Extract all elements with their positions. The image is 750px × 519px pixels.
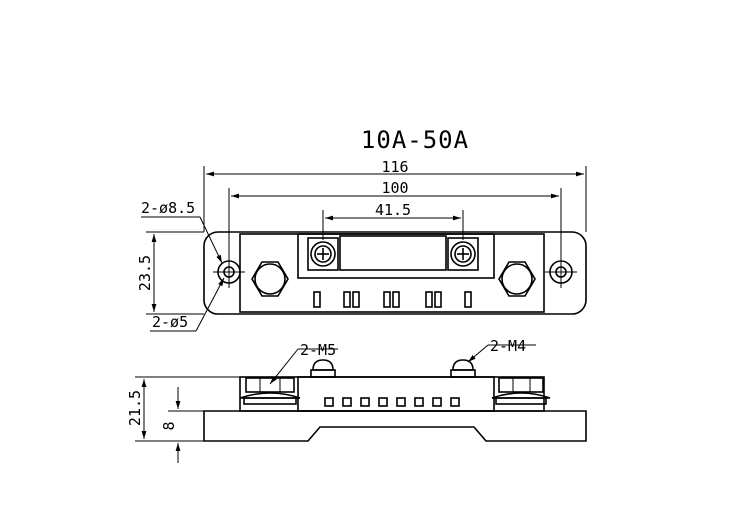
side-left-bolt (239, 377, 301, 405)
dimension-terminal-spacing: 41.5 (322, 201, 464, 240)
drawing-title: 10A-50A (361, 126, 469, 154)
side-right-bolt (491, 377, 551, 405)
right-hex-bolt (498, 261, 536, 297)
dim-23-5-label: 23.5 (136, 255, 154, 291)
right-mounting-hole (545, 256, 577, 288)
left-terminal-screw (307, 237, 339, 271)
resistor-slots-side (324, 397, 460, 407)
callout-screw-m4: 2-M4 (467, 337, 536, 363)
base-plate-outline (203, 231, 587, 315)
dim-8-label: 8 (160, 421, 178, 430)
dimension-base-height: 8 (160, 387, 204, 463)
resistor-slots-top (313, 291, 472, 308)
side-resistor-band (297, 376, 495, 412)
left-mounting-hole (213, 256, 245, 288)
side-right-screw (450, 359, 476, 378)
callout-large-hole-label: 2-ø8.5 (141, 199, 195, 217)
left-hex-bolt (251, 261, 289, 297)
callout-bolt-m5: 2-M5 (269, 341, 338, 385)
callout-large-hole: 2-ø8.5 (141, 199, 223, 264)
dim-116-label: 116 (381, 158, 408, 176)
dimension-width: 23.5 (136, 231, 204, 315)
side-base-outline (203, 410, 587, 442)
dim-100-label: 100 (381, 179, 408, 197)
side-view: 2-M5 2-M4 21.5 8 (126, 337, 587, 463)
terminal-block (297, 233, 495, 279)
dim-21-5-label: 21.5 (126, 390, 144, 426)
callout-small-hole-label: 2-ø5 (152, 313, 188, 331)
right-terminal-screw (447, 237, 479, 271)
shunt-body-outline (239, 233, 545, 313)
dim-41-5-label: 41.5 (375, 201, 411, 219)
callout-m4-label: 2-M4 (490, 337, 526, 355)
dimension-overall-length: 116 (203, 158, 587, 232)
top-view: 116 100 41.5 23.5 2-ø8.5 (136, 158, 587, 332)
dimension-hole-spacing: 100 (228, 179, 562, 258)
callout-small-hole: 2-ø5 (150, 277, 225, 332)
side-left-screw (310, 359, 336, 378)
dimension-height: 21.5 (126, 376, 240, 442)
callout-m5-label: 2-M5 (300, 341, 336, 359)
terminal-center-window (339, 235, 447, 271)
